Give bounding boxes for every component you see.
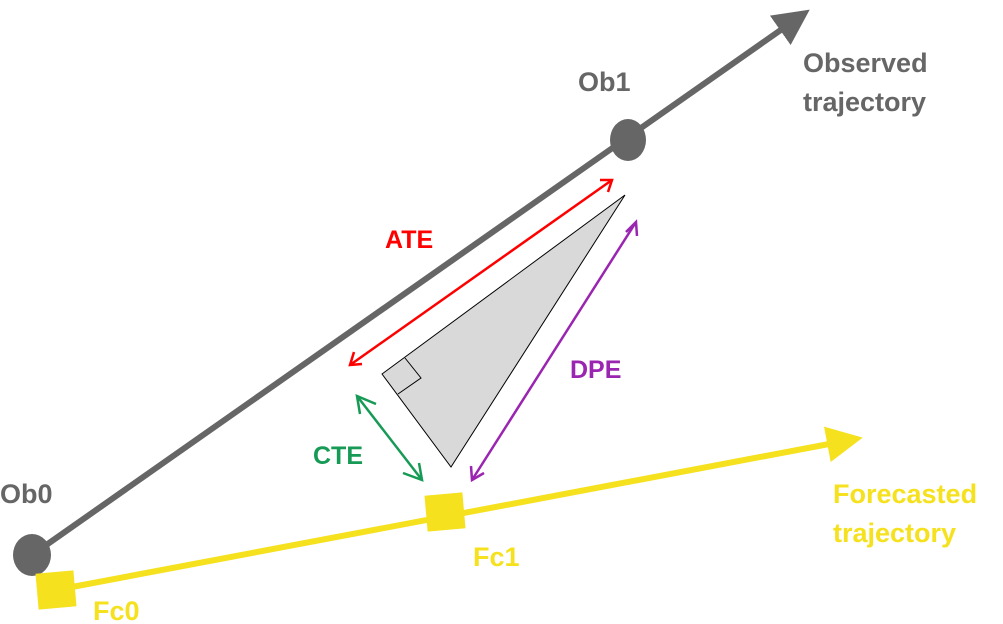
cte-label: CTE [313,442,363,470]
ate-label: ATE [385,226,433,254]
ob0-point [13,534,51,576]
observed-trajectory-line [30,9,810,558]
forecasted-trajectory-label-line1: Forecasted [833,479,977,509]
observed-trajectory-label-line1: Observed [803,48,928,78]
dpe-label: DPE [570,356,621,384]
ob1-point [610,119,646,161]
cte-arrow [355,393,424,482]
dpe-arrow [469,219,639,483]
ob1-label: Ob1 [578,67,631,97]
fc1-label: Fc1 [473,542,520,572]
forecasted-trajectory-label-line2: trajectory [833,518,956,548]
fc1-point [424,492,466,532]
observed-trajectory-label-line2: trajectory [803,87,926,117]
right-angle-marker [397,357,422,395]
ob0-label: Ob0 [0,479,53,509]
error-triangle [381,194,626,468]
fc0-label: Fc0 [93,596,140,624]
ate-arrow [348,178,614,367]
fc0-point [35,570,77,610]
